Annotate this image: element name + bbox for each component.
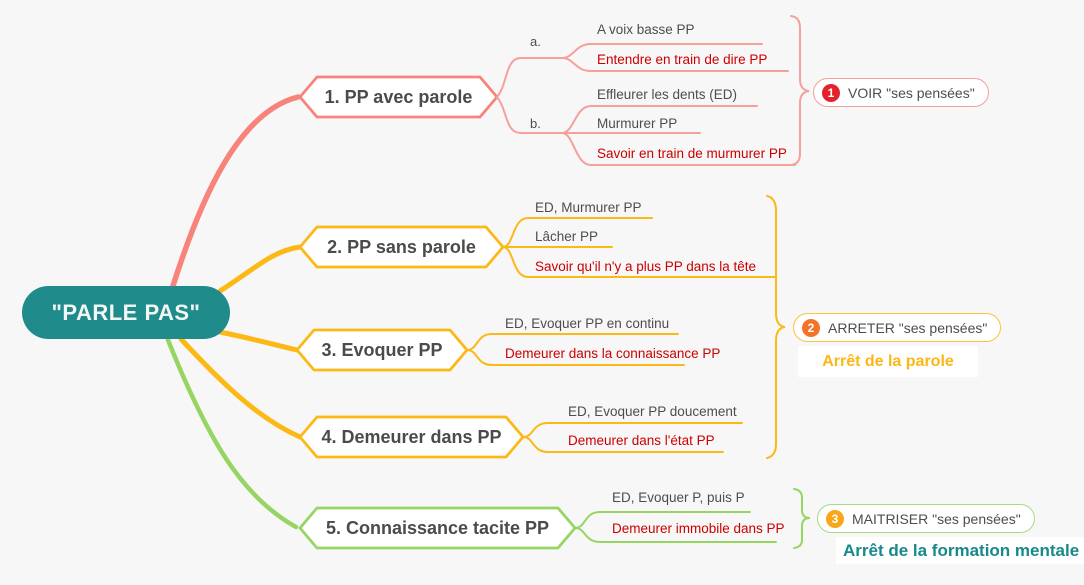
branch-curve-4: [178, 336, 303, 440]
branch-shapes: [295, 75, 577, 550]
leaf-lacher-pp[interactable]: Lâcher PP: [535, 229, 599, 244]
leaf-evoquer-doucement[interactable]: ED, Evoquer PP doucement: [568, 404, 737, 419]
underline-3-2: [466, 349, 685, 366]
sub-connectors-2-4: [466, 195, 786, 459]
branch-node-2[interactable]: 2. PP sans parole: [327, 236, 476, 257]
underline-a2: [561, 57, 789, 72]
leaf-evoquer-continu[interactable]: ED, Evoquer PP en continu: [505, 316, 670, 331]
leaf-demeurer-immobile[interactable]: Demeurer immobile dans PP: [612, 521, 785, 536]
leaf-demeurer-connaissance[interactable]: Demeurer dans la connaissance PP: [505, 346, 721, 361]
group-label-a: a.: [530, 34, 541, 49]
leaf-entendre-dire[interactable]: Entendre en train de dire PP: [597, 52, 768, 67]
branch-curve-1: [169, 94, 301, 292]
fork-a: [496, 57, 563, 98]
annotation-pill-maitriser[interactable]: 3 MAITRISER "ses pensées": [817, 504, 1035, 533]
brace-group-2: [766, 195, 786, 459]
numbered-badge-1-icon: 1: [822, 83, 840, 102]
leaf-murmurer-pp[interactable]: Murmurer PP: [597, 116, 678, 131]
branch-curve-2: [217, 244, 303, 294]
annotation-pill-arreter[interactable]: 2 ARRETER "ses pensées": [793, 313, 1002, 342]
group-label-b: b.: [530, 116, 541, 131]
leaf-effleurer-dents[interactable]: Effleurer les dents (ED): [597, 87, 738, 102]
annotation-label-arreter: ARRETER "ses pensées": [828, 319, 988, 336]
branch-curve-5: [165, 337, 299, 530]
underline-2-3: [502, 246, 776, 278]
underline-2-1: [502, 217, 653, 248]
branch-curves: [165, 94, 303, 530]
leaf-demeurer-etat[interactable]: Demeurer dans l'état PP: [568, 433, 715, 448]
fork-b: [496, 96, 563, 134]
annotation-label-voir: VOIR "ses pensées": [848, 84, 975, 101]
underline-4-2: [522, 436, 724, 453]
numbered-badge-3-icon: 3: [826, 509, 844, 528]
leaf-ed-murmurer[interactable]: ED, Murmurer PP: [535, 200, 642, 215]
brace-group-1: [790, 15, 810, 166]
brace-group-3: [793, 488, 811, 549]
sub-connectors-5: [574, 488, 811, 549]
central-topic[interactable]: "PARLE PAS": [22, 286, 230, 339]
numbered-badge-2-icon: 2: [802, 318, 820, 337]
leaf-savoir-murmurer[interactable]: Savoir en train de murmurer PP: [597, 146, 787, 161]
branch-node-4[interactable]: 4. Demeurer dans PP: [321, 426, 502, 447]
annotation-pill-voir[interactable]: 1 VOIR "ses pensées": [813, 78, 989, 107]
branch-node-3[interactable]: 3. Evoquer PP: [321, 339, 443, 360]
annotation-label-maitriser: MAITRISER "ses pensées": [852, 510, 1021, 527]
sub-connectors-1: [496, 15, 810, 166]
branch-curve-3: [217, 329, 300, 353]
underline-5-2: [574, 527, 777, 543]
underline-b3: [561, 132, 796, 166]
leaf-savoir-plus-pp[interactable]: Savoir qu'il n'y a plus PP dans la tête: [535, 259, 757, 274]
leaf-evoquer-p-puis-p[interactable]: ED, Evoquer P, puis P: [612, 490, 745, 505]
branch-node-5[interactable]: 5. Connaissance tacite PP: [325, 517, 550, 538]
branch-node-1[interactable]: 1. PP avec parole: [324, 86, 473, 107]
leaf-a-voix-basse[interactable]: A voix basse PP: [597, 22, 695, 37]
caption-arret-formation-mentale: Arrêt de la formation mentale: [836, 537, 1084, 564]
caption-arret-parole: Arrêt de la parole: [798, 346, 978, 377]
